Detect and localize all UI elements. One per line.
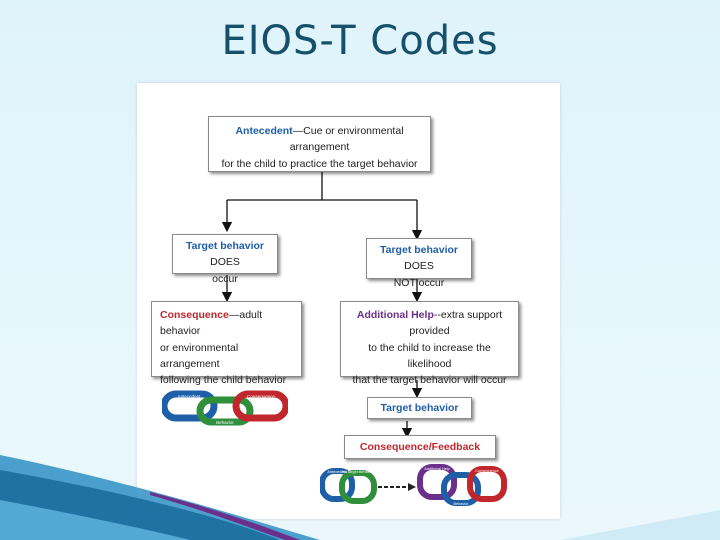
target-does-not-box: Target behavior DOES NOT occur [366,238,472,279]
target-does-box: Target behavior DOES occur [172,234,278,274]
slide-title: EIOS-T Codes [0,18,720,64]
chain-link-label: Consequence [247,394,275,399]
antecedent-text: for the child to practice the target beh… [221,158,417,170]
consequence-box: Consequence—adult behavior or environmen… [151,301,302,377]
chain-link-label: Antecedent [178,394,202,399]
consequence-text: following the child behavior [160,374,286,386]
target-does-keyword: Target behavior [186,240,264,252]
additional-help-keyword: Additional Help [357,309,434,321]
antecedent-keyword: Antecedent [235,125,292,137]
additional-help-text: that the target behavior will occur [352,374,506,386]
additional-help-box: Additional Help--extra support provided … [340,301,519,377]
antecedent-text: —Cue or environmental arrangement [290,125,404,153]
target-does-not-text: NOT occur [394,277,445,289]
chain-link-label: Behavior [216,420,234,425]
consequence-keyword: Consequence [160,309,229,321]
antecedent-box: Antecedent—Cue or environmental arrangem… [208,116,431,172]
target-does-not-text: DOES [404,260,434,272]
target-behavior-keyword: Target behavior [381,402,459,414]
chain-left: Antecedent Behavior Consequence [162,388,288,428]
target-behavior-box: Target behavior [367,397,472,419]
consequence-text: or environmental arrangement [160,342,238,370]
additional-help-text: to the child to increase the likelihood [368,342,491,370]
target-does-not-keyword: Target behavior [380,244,458,256]
target-does-text: DOES [210,256,240,268]
target-does-text: occur [212,273,238,285]
footer-swoosh-decoration [0,440,720,540]
